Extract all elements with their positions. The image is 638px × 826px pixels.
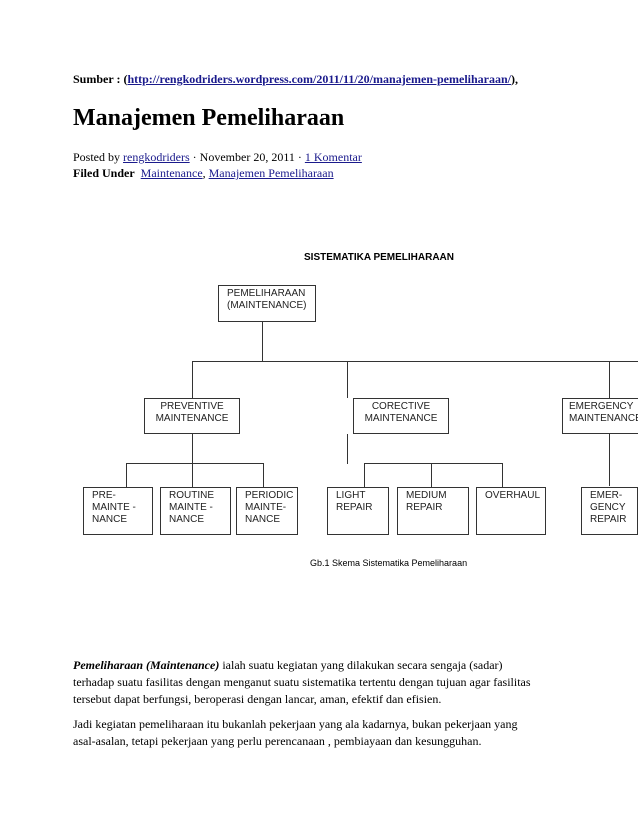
source-link[interactable]: http://rengkodriders.wordpress.com/2011/… xyxy=(127,72,512,86)
connector-line xyxy=(192,361,638,362)
connector-line xyxy=(263,463,264,487)
connector-line xyxy=(192,463,193,487)
author-link[interactable]: rengkodriders xyxy=(123,150,190,164)
periodic-maintenance-node: PERIODIC MAINTE- NANCE xyxy=(236,487,298,535)
connector-line xyxy=(502,463,503,487)
preventive-node: PREVENTIVE MAINTENANCE xyxy=(144,398,240,434)
paragraph-line: Jadi kegiatan pemeliharaan itu bukanlah … xyxy=(73,717,518,731)
overhaul-node: OVERHAUL xyxy=(476,487,546,535)
page-title: Manajemen Pemeliharaan xyxy=(73,105,345,131)
filed-under-label: Filed Under xyxy=(73,166,135,180)
connector-line xyxy=(262,322,263,362)
connector-line xyxy=(347,361,348,398)
maintenance-term: Pemeliharaan (Maintenance) xyxy=(73,658,220,672)
medium-repair-node: MEDIUM REPAIR xyxy=(397,487,469,535)
connector-line xyxy=(192,361,193,398)
connector-line xyxy=(347,434,348,464)
posted-by-line: Posted by rengkodriders · November 20, 2… xyxy=(73,149,362,165)
light-repair-node: LIGHT REPAIR xyxy=(327,487,389,535)
category-manajemen-link[interactable]: Manajemen Pemeliharaan xyxy=(208,166,334,180)
corrective-node: CORECTIVE MAINTENANCE xyxy=(353,398,449,434)
paragraph-line: tersebut dapat berfungsi, beroperasi den… xyxy=(73,692,442,706)
connector-line xyxy=(192,434,193,464)
connector-line xyxy=(126,463,127,487)
source-suffix: ), xyxy=(511,72,519,86)
paragraph-line: asal-asalan, tetapi pekerjaan yang perlu… xyxy=(73,734,482,748)
diagram-title: SISTEMATIKA PEMELIHARAAN xyxy=(304,252,454,263)
paragraph-line: terhadap suatu fasilitas dengan menganut… xyxy=(73,675,531,689)
root-node: PEMELIHARAAN (MAINTENANCE) xyxy=(218,285,316,322)
conclusion-paragraph: Jadi kegiatan pemeliharaan itu bukanlah … xyxy=(73,716,583,750)
source-line: Sumber : (http://rengkodriders.wordpress… xyxy=(73,72,518,87)
maintenance-diagram: SISTEMATIKA PEMELIHARAAN PEMELIHARAAN (M… xyxy=(82,248,638,578)
definition-paragraph: Pemeliharaan (Maintenance) ialah suatu k… xyxy=(73,657,583,708)
diagram-caption: Gb.1 Skema Sistematika Pemeliharaan xyxy=(310,558,468,568)
comments-link[interactable]: 1 Komentar xyxy=(304,150,362,164)
category-maintenance-link[interactable]: Maintenance xyxy=(140,166,203,180)
connector-line xyxy=(431,463,432,487)
connector-line xyxy=(126,463,264,464)
connector-line xyxy=(364,463,502,464)
post-date: · November 20, 2011 · xyxy=(189,150,305,164)
category-separator: , xyxy=(202,166,209,180)
paragraph-text: ialah suatu kegiatan yang dilakukan seca… xyxy=(219,658,503,672)
routine-maintenance-node: ROUTINE MAINTE - NANCE xyxy=(160,487,231,535)
pre-maintenance-node: PRE- MAINTE - NANCE xyxy=(83,487,153,535)
connector-line xyxy=(609,434,610,486)
emergency-repair-node: EMER- GENCY REPAIR xyxy=(581,487,638,535)
posted-by-label: Posted by xyxy=(73,150,124,164)
emergency-node: EMERGENCY MAINTENANCE xyxy=(562,398,638,434)
connector-line xyxy=(609,361,610,398)
connector-line xyxy=(364,463,365,487)
paragraph-line: Pemeliharaan (Maintenance) ialah suatu k… xyxy=(73,657,583,674)
post-meta: Posted by rengkodriders · November 20, 2… xyxy=(73,149,362,181)
filed-under-line: Filed Under Maintenance, Manajemen Pemel… xyxy=(73,165,362,181)
source-prefix: Sumber : ( xyxy=(73,72,128,86)
